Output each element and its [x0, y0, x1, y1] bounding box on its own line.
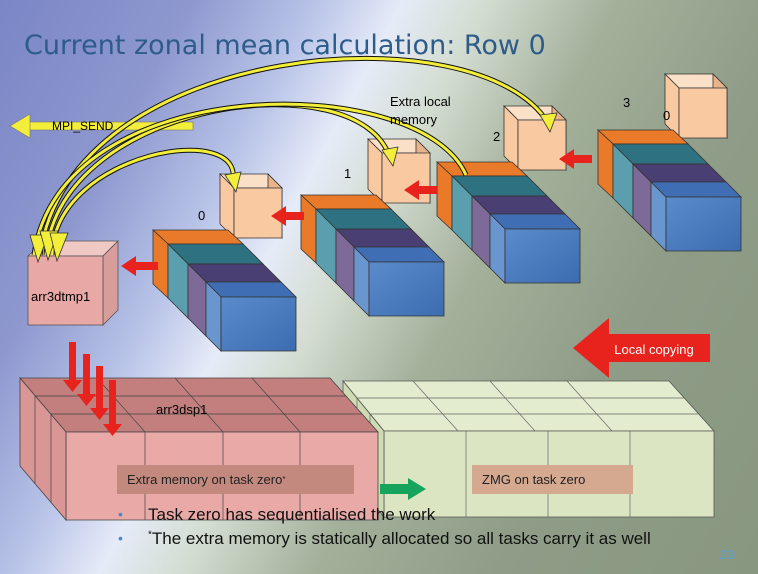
- extra-local-memory-label-line2: memory: [390, 112, 437, 127]
- stack-1-band-blue: [353, 246, 445, 263]
- stack-3-front-blue: [665, 196, 742, 252]
- left-arrow-1: [121, 256, 158, 276]
- down-arrow-3: [90, 366, 109, 420]
- green-right-arrow: [380, 478, 426, 500]
- stack-index-0-right: 0: [663, 108, 671, 123]
- stack-2-buffer-front: [517, 119, 567, 171]
- left-arrow-4: [559, 149, 592, 169]
- stack-2-top-orange: [435, 161, 529, 177]
- stack-3-band-blue: [650, 181, 742, 198]
- zmg-task-zero-label: ZMG on task zero: [472, 465, 633, 494]
- down-arrow-2: [77, 354, 96, 406]
- zmg-block: [342, 379, 715, 519]
- send-curves: [29, 56, 558, 264]
- bullet-text-1: Task zero has sequentialised the work: [148, 505, 436, 524]
- local-copying-label: Local copying: [600, 338, 708, 360]
- stack-index-1: 1: [344, 166, 352, 181]
- down-arrow-4: [103, 380, 122, 436]
- bullet-text-2: The extra memory is statically allocated…: [151, 529, 651, 548]
- arr3dsp1-block: [19, 376, 379, 522]
- arr3dtmp1-label: arr3dtmp1: [31, 289, 91, 304]
- bullet-dot-icon: •: [118, 530, 123, 546]
- stack-0-front-blue: [220, 296, 297, 352]
- stack-0-buffer-front: [233, 187, 283, 239]
- bullet-dot-icon: •: [118, 506, 123, 522]
- footnote-mark: *: [282, 475, 286, 484]
- mpi-send-label: MPI_SEND: [52, 119, 114, 133]
- stack-3-top-orange: [596, 129, 690, 145]
- extra-memory-task-zero-label: Extra memory on task zero*: [117, 465, 354, 494]
- down-arrow-1: [63, 342, 82, 392]
- stack-2-band-blue: [489, 213, 581, 230]
- stack-1-front-blue: [368, 261, 445, 317]
- stack-3-buffer-front: [678, 87, 728, 139]
- left-arrow-3: [404, 180, 437, 200]
- slide-title: Current zonal mean calculation: Row 0: [24, 30, 546, 61]
- extra-memory-task-zero-text: Extra memory on task zero: [127, 472, 283, 487]
- bullet-item-2: • *The extra memory is statically allocat…: [118, 529, 651, 553]
- stack-0-top-orange: [151, 229, 245, 245]
- stack-1-top-orange: [299, 194, 393, 210]
- page-number: 23: [719, 547, 734, 562]
- extra-local-memory-label-line1: Extra local: [390, 94, 451, 109]
- stack-2-front-blue: [504, 228, 581, 284]
- red-left-arrows: [121, 149, 592, 276]
- bullet-list: • Task zero has sequentialised the work •…: [118, 505, 651, 553]
- red-down-arrows: [63, 342, 122, 436]
- stack-index-0-left: 0: [198, 208, 206, 223]
- stack-index-2: 2: [493, 129, 501, 144]
- bullet-item-1: • Task zero has sequentialised the work: [118, 505, 651, 529]
- stack-index-3: 3: [623, 95, 631, 110]
- processor-stacks: [151, 73, 742, 352]
- arr3dsp1-label: arr3dsp1: [156, 402, 208, 417]
- stack-0-band-blue: [205, 281, 297, 298]
- left-arrow-2: [271, 206, 304, 226]
- bullet-footnote-mark: *: [148, 529, 152, 541]
- mpi-send-arrow: [9, 113, 194, 139]
